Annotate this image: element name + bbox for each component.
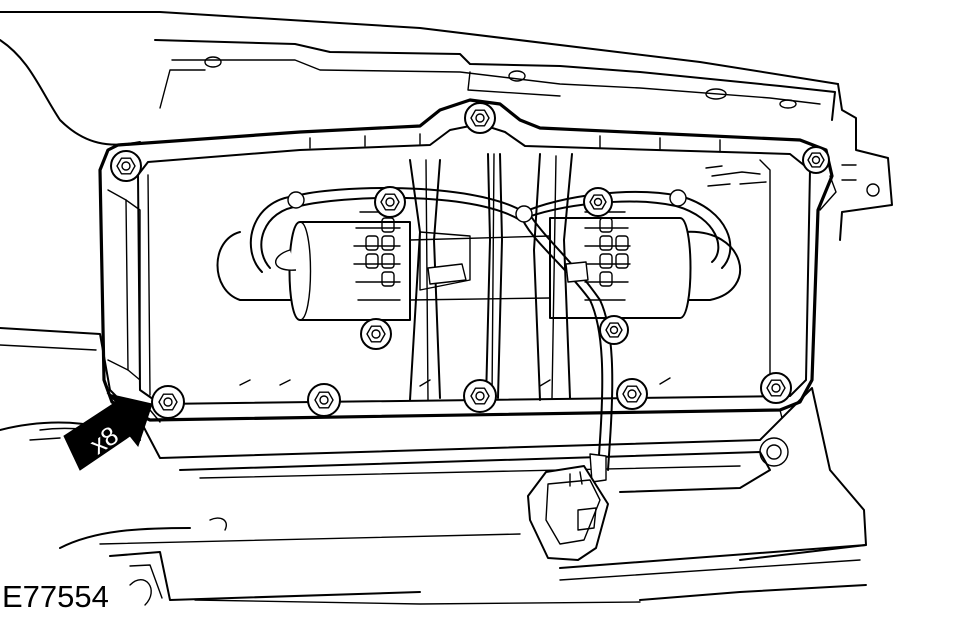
hex-nut-icon [583,187,613,217]
hex-nut-icon [464,102,496,134]
quantity-callout-arrow [63,393,153,471]
figure-reference-code: E77554 [2,579,109,614]
airbag-module-housing [98,98,837,423]
hex-nut-icon [360,318,392,350]
wiring-harness [249,187,732,471]
hex-nut-icon [760,372,792,404]
electrical-connector-icon [527,453,609,561]
inflator-assembly [216,153,742,401]
hex-nut-icon [307,383,341,417]
hex-nut-icon [374,186,406,218]
hex-nut-icon [151,385,185,419]
dashboard-panel [0,11,893,606]
hex-nut-icon [463,379,497,413]
hex-nut-icon [599,315,629,345]
hex-nut-icon [110,150,142,182]
retaining-nuts [110,102,830,419]
hex-nut-icon [616,378,648,410]
hex-nut-icon [802,146,830,174]
